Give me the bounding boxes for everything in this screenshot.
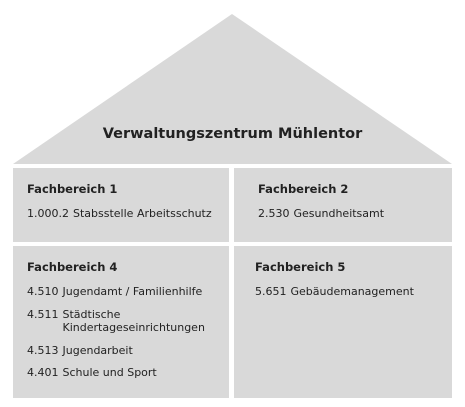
department-panel-5: Fachbereich 5 5.651 Gebäudemanagement — [234, 246, 452, 398]
department-panel-1: Fachbereich 1 1.000.2 Stabsstelle Arbeit… — [13, 168, 229, 242]
unit-item: 4.511 Städtische Kindertageseinrichtunge… — [27, 308, 229, 335]
unit-name: Jugendamt / Familienhilfe — [62, 285, 203, 298]
department-heading: Fachbereich 4 — [27, 260, 118, 274]
unit-list: 5.651 Gebäudemanagement — [255, 285, 452, 299]
unit-code: 4.513 — [27, 343, 59, 357]
unit-name: Gebäudemanagement — [290, 285, 414, 298]
unit-name: Städtische Kindertageseinrichtungen — [62, 307, 205, 335]
unit-code: 4.511 — [27, 307, 59, 321]
unit-code: 4.510 — [27, 285, 59, 298]
unit-name: Schule und Sport — [62, 366, 157, 379]
unit-code: 2.530 — [258, 207, 290, 220]
department-heading: Fachbereich 2 — [258, 182, 349, 196]
unit-name: Stabsstelle Arbeitsschutz — [73, 207, 212, 220]
unit-item: 4.510 Jugendamt / Familienhilfe — [27, 285, 229, 299]
roof-triangle — [13, 14, 452, 164]
unit-code: 5.651 — [255, 285, 287, 298]
unit-item: 5.651 Gebäudemanagement — [255, 285, 452, 299]
unit-list: 1.000.2 Stabsstelle Arbeitsschutz — [27, 207, 229, 221]
unit-code: 4.401 — [27, 366, 59, 379]
unit-item: 1.000.2 Stabsstelle Arbeitsschutz — [27, 207, 229, 221]
department-panel-4: Fachbereich 4 4.510 Jugendamt / Familien… — [13, 246, 229, 398]
department-heading: Fachbereich 5 — [255, 260, 346, 274]
unit-name: Jugendarbeit — [62, 343, 133, 357]
unit-code: 1.000.2 — [27, 207, 69, 220]
unit-list: 4.510 Jugendamt / Familienhilfe 4.511 St… — [27, 285, 229, 380]
unit-item: 4.513 Jugendarbeit — [27, 344, 229, 358]
roof-shape — [13, 14, 452, 164]
department-heading: Fachbereich 1 — [27, 182, 118, 196]
center-title: Verwaltungszentrum Mühlentor — [102, 126, 363, 142]
department-panel-2: Fachbereich 2 2.530 Gesundheitsamt — [234, 168, 452, 242]
unit-list: 2.530 Gesundheitsamt — [258, 207, 452, 221]
unit-name: Gesundheitsamt — [293, 207, 385, 220]
unit-item: 4.401 Schule und Sport — [27, 366, 229, 380]
unit-item: 2.530 Gesundheitsamt — [258, 207, 452, 221]
